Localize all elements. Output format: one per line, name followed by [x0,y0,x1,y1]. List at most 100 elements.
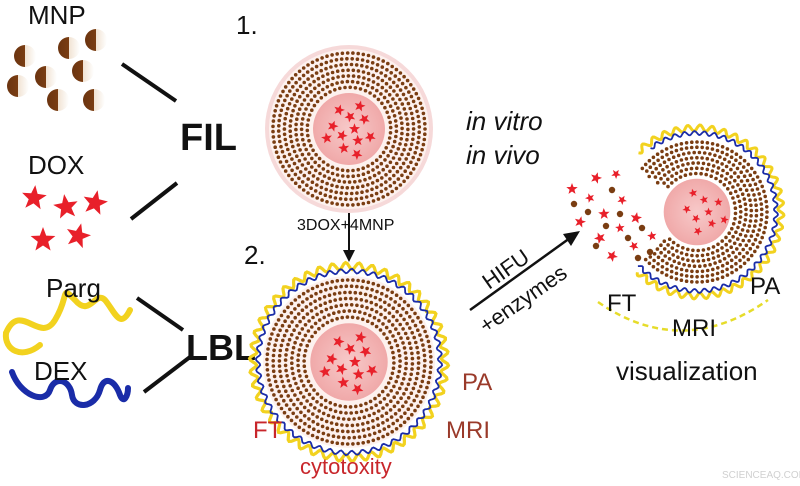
mnp-dot [676,165,680,169]
mnp-dot [671,240,676,245]
mnp-dot [679,251,684,255]
mnp-dot [416,157,421,162]
mnp-dot [284,353,288,357]
mnp-dot [404,387,409,392]
mnp-dot [307,392,312,397]
mnp-dot [314,306,318,310]
mnp-dot [365,59,370,64]
mnp-dot [731,163,736,167]
mnp-dot [730,270,734,275]
mnp-dot [300,163,305,167]
step-1-label: 1. [236,10,258,40]
mnp-dot [277,118,282,123]
mnp-dot [664,147,669,151]
mnp-dot [653,175,658,179]
mnp-dot [716,242,720,247]
mnp-dot [271,353,276,358]
mnp-dot [406,101,411,106]
mnp-dot [674,266,679,270]
mnp-dot [377,171,381,175]
mnp-dot [392,384,396,389]
mnp-dot [361,172,366,176]
mnp-dot [405,137,409,142]
mnp-dot [420,106,424,111]
mnp-dot [748,246,753,251]
mnp-dot [272,348,276,353]
mnp-dot [278,328,282,333]
mnp-dot [306,431,310,435]
mnp-dot [400,173,404,178]
mnp-dot [358,291,363,296]
mnp-dot [388,329,392,334]
mnp-dot [757,192,761,196]
mnp-dot [345,315,350,319]
mnp-dot [410,362,415,366]
mnp-dot [746,162,751,167]
mnp-dot [736,194,740,199]
mnp-dot [357,435,362,439]
mnp-dot [372,94,377,98]
mnp-dot [660,258,665,263]
mnp-dot [711,267,715,272]
mnp-dot [393,101,398,106]
mnp-dot [278,94,283,98]
mnp-dot [371,168,375,172]
mnp-dot [700,166,704,171]
mnp-dot [681,257,685,261]
mnp-dot [334,58,339,62]
mnp-dot [698,264,702,269]
mnp-dot [342,180,347,184]
mnp-dot [349,197,353,202]
mnp-dot [315,99,320,104]
mnp-dot [386,99,390,104]
mnp-dot [333,298,338,302]
mnp-dot [727,231,731,235]
mnp-dot [727,181,732,185]
mnp-dot [660,155,665,160]
mnp-dot [297,348,302,352]
mnp-dot [400,152,404,157]
mnp-dot [422,369,427,373]
mnp-dot [273,109,278,113]
mnp-dot [705,141,710,145]
mnp-dot [349,303,354,307]
mnp-dot [380,291,384,296]
mnp-dot [398,364,402,369]
mnp-dot [675,249,679,253]
mnp-dot [400,131,404,136]
mnp-dot [416,315,420,320]
mnp-dot [306,329,311,333]
mnp-dot [297,158,302,163]
mnp-dot [385,336,389,341]
core-dox-star [720,215,729,224]
mnp-dot [660,270,664,275]
mnp-dot [696,259,701,263]
mnp-dot [397,77,401,82]
dox-stars [22,185,108,251]
mnp-dot [292,161,297,166]
mnp-dot [746,193,751,197]
mnp-dot [759,202,764,206]
mnp-dot [385,432,390,437]
mnp-dot [687,151,691,155]
mnp-dot [297,184,302,189]
mnp-dot [380,78,385,83]
mnp-dot [742,183,747,188]
mnp-dot [296,143,301,147]
mnp-dot [296,386,300,391]
mnp-dot [364,408,369,412]
mnp-particles [7,29,107,111]
mnp-dot [306,63,310,67]
connector-lines [120,62,192,394]
mnp-dot [695,166,699,170]
mnp-dot [379,92,383,96]
mnp-dot [391,314,396,319]
mnp-dot [333,88,337,92]
mnp-dot [738,264,743,269]
mnp-dot [360,190,364,194]
mnp-dot [720,162,724,166]
mnp-dot [340,429,345,434]
mnp-dot [361,428,366,432]
mnp-particle [14,45,36,67]
mnp-dot [302,405,307,410]
